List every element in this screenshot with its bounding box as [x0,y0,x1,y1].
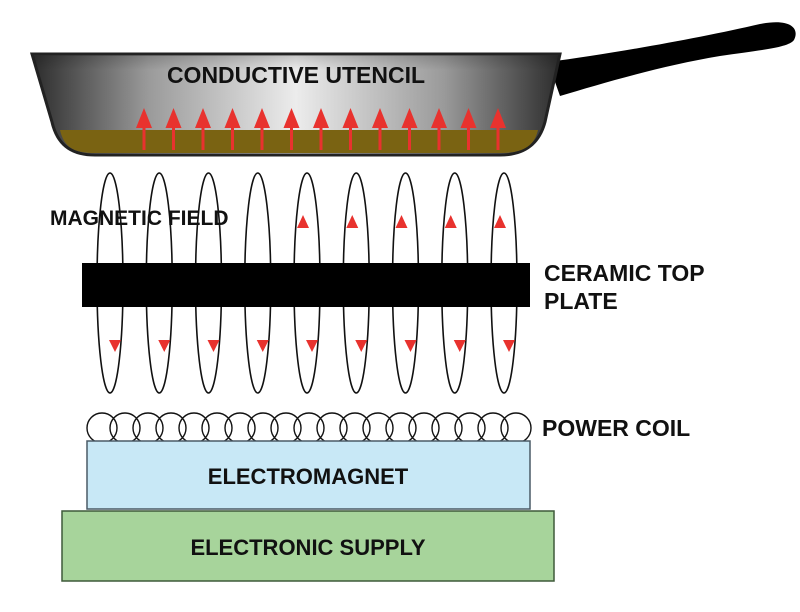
field-arrow-down [207,340,220,352]
heat-arrow [460,108,477,150]
coil-turn [454,412,486,444]
coil-turn [155,412,187,444]
utensil-label: CONDUCTIVE UTENCIL [167,62,425,88]
coil-turn [385,412,417,444]
coil-turn [408,412,440,444]
coil-turn [224,412,256,444]
heat-arrow [254,108,270,150]
field-arrow-down [158,340,171,352]
field-arrow-down [453,340,466,352]
coil-turn [178,412,210,444]
coil-turn [339,412,371,444]
electromagnet-box [86,440,531,510]
field-arrow-down [109,340,121,352]
heat-arrow [136,108,152,150]
electromagnet-label: ELECTROMAGNET [208,464,409,489]
coil-turn [431,412,463,444]
heat-arrow [195,108,211,150]
coil-turn [293,412,325,444]
coil-turn [201,412,233,444]
heat-arrow [165,108,182,150]
field-arrow-up [395,215,408,228]
ceramic-top-plate [82,263,530,307]
coil-turn [362,412,394,444]
field-arrow-down [306,340,318,352]
heat-arrow [313,108,329,150]
field-arrow-down [355,340,368,352]
pan-handle [548,22,796,96]
coil-turn [270,412,302,444]
heat-arrow [224,108,241,150]
coil-turn [86,412,118,444]
heat-arrow [342,108,359,150]
electronic-supply-label: ELECTRONIC SUPPLY [190,535,425,560]
coil-turn [316,412,348,444]
field-arrow-up [444,215,457,228]
magnetic-field-label: MAGNETIC FIELD [50,207,229,230]
field-arrow-down [256,340,269,352]
electronic-supply-box [61,510,555,582]
field-arrow-up [346,215,359,228]
heat-arrows [136,108,506,150]
coil-turn [247,412,279,444]
field-arrow-down [503,340,515,352]
conductive-utensil: CONDUCTIVE UTENCIL [29,22,796,157]
heat-arrow [401,108,418,150]
power-coil [86,412,532,444]
coil-turn [109,412,141,444]
pan-base-layer [60,130,538,153]
heat-arrow [283,108,300,150]
coil-turn [477,412,509,444]
heat-arrow [372,108,388,150]
heat-arrow [490,108,506,150]
ceramic-top-label-line1: CERAMIC TOP [544,260,705,286]
field-arrow-down [404,340,417,352]
ceramic-top-label-line2: PLATE [544,288,618,314]
pan-body [29,52,562,157]
heat-arrow [431,108,447,150]
coil-turn [132,412,164,444]
power-coil-label: POWER COIL [542,415,690,441]
field-arrow-up [494,215,506,228]
coil-turn [500,412,532,444]
pan-rim-shade [34,56,558,70]
field-arrow-up [297,215,309,228]
